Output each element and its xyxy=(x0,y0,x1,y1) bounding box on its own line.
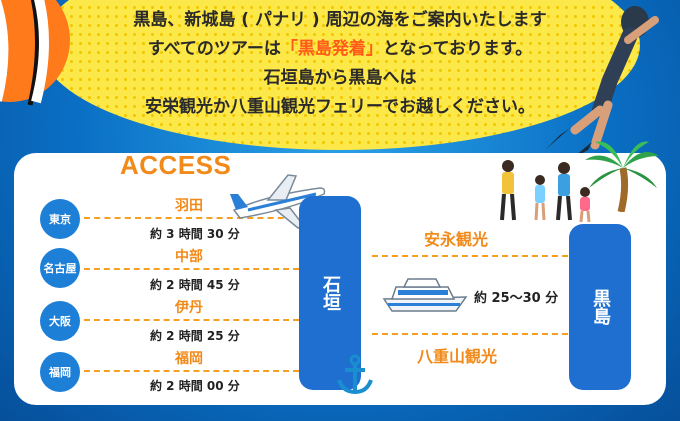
ferry-line-bottom xyxy=(372,333,568,335)
ferry-time: 約 25〜30 分 xyxy=(474,291,559,306)
airplane-icon xyxy=(230,174,326,229)
intro-line-2: すべてのツアーは「黒島発着」となっております。 xyxy=(147,39,533,59)
intro-line-1: 黒島、新城島 ( パナリ ) 周辺の海をご案内いたします xyxy=(133,10,547,30)
route-line-tokyo xyxy=(84,217,294,219)
intro-line-4: 安栄観光か八重山観光フェリーでお越しください。 xyxy=(145,97,535,117)
time-nagoya: 約 2 時間 45 分 xyxy=(150,278,240,292)
time-osaka: 約 2 時間 25 分 xyxy=(150,329,240,343)
intro-text: 黒島、新城島 ( パナリ ) 周辺の海をご案内いたします すべてのツアーは「黒島… xyxy=(60,6,620,122)
palm-tree-icon xyxy=(585,141,659,212)
airport-fukuoka: 福岡 xyxy=(175,351,203,367)
route-line-osaka xyxy=(84,319,299,321)
clownfish-icon xyxy=(0,0,70,106)
kuroshima-pillar: 黒島 xyxy=(569,224,631,390)
city-osaka: 大阪 xyxy=(40,301,80,341)
anchor-icon xyxy=(337,354,373,395)
ferry-icon xyxy=(382,278,468,312)
time-fukuoka: 約 2 時間 00 分 xyxy=(150,379,240,393)
access-title: ACCESS xyxy=(120,150,232,180)
route-line-nagoya xyxy=(84,268,299,270)
ferry-line-top xyxy=(372,255,568,257)
ferry-anei: 安永観光 xyxy=(424,230,489,249)
airport-chubu: 中部 xyxy=(175,249,203,265)
route-line-fukuoka xyxy=(84,370,299,372)
airport-itami: 伊丹 xyxy=(175,300,203,316)
ishigaki-pillar: 石垣 xyxy=(299,196,361,390)
city-nagoya: 名古屋 xyxy=(40,248,80,288)
time-tokyo: 約 3 時間 30 分 xyxy=(150,227,240,241)
highlight-kuroshima: 「黒島発着」 xyxy=(280,39,383,59)
intro-line-3: 石垣島から黒島へは xyxy=(263,68,417,88)
ferry-yaeyama: 八重山観光 xyxy=(417,347,498,366)
airport-haneda: 羽田 xyxy=(175,198,203,214)
tourists-icon xyxy=(500,160,591,223)
snorkeler-icon xyxy=(545,6,659,160)
city-fukuoka: 福岡 xyxy=(40,352,80,392)
city-tokyo: 東京 xyxy=(40,199,80,239)
